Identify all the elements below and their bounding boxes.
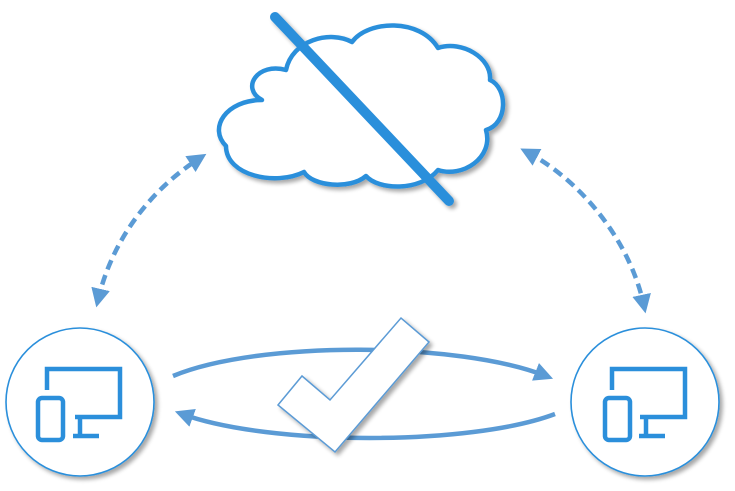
- device-node-right: [570, 327, 720, 477]
- sync-arrow-bottom: [174, 408, 556, 441]
- slash-icon: [270, 12, 454, 206]
- devices-icon: [35, 366, 123, 443]
- dashed-arrow-cloud-left: [91, 153, 207, 308]
- dashed-arrow-cloud-right: [520, 148, 651, 314]
- device-node-left: [5, 327, 155, 477]
- check-icon: [276, 316, 431, 454]
- sync-arrow-top: [172, 347, 554, 381]
- devices-icon: [602, 366, 688, 443]
- cloud-off-node: [216, 12, 506, 206]
